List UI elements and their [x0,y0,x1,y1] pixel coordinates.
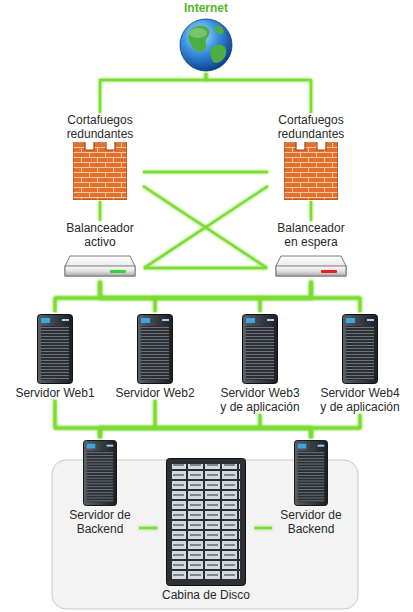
server-icon [295,440,328,505]
balancer-icon [276,256,346,276]
web-server-node: Servidor Web4 y de aplicación [313,312,407,414]
web-server-node: Servidor Web3 y de aplicación [213,312,307,414]
firewall-node: Cortafuegos redundantes [268,113,354,201]
network-link [139,527,158,529]
node-label: Servidor Web1 [15,386,94,400]
icon-space [150,312,160,386]
network-link [206,73,311,113]
node-label: Servidor Web4 y de aplicación [317,386,403,414]
node-label: Servidor de Backend [276,508,346,536]
backend-server-node: Servidor de Backend [61,438,139,536]
server-icon [343,315,378,384]
node-label: Balanceador activo [60,221,140,249]
network-link [255,527,273,529]
network-link [155,281,311,312]
icon-space [306,438,316,508]
network-link [100,414,260,438]
server-icon [84,440,117,505]
icon-space [95,438,105,508]
network-link [100,281,360,312]
network-link [144,186,268,268]
web-server-node: Servidor Web2 [111,312,199,400]
icon-space [201,456,211,588]
backend-server-node: Servidor de Backend [272,438,350,536]
network-link [100,281,260,312]
icon-space [306,141,316,201]
network-link [99,201,101,221]
icon-space [50,312,60,386]
network-link [143,186,267,268]
internet-node: Internet [176,1,236,73]
node-label: Servidor de Backend [65,508,135,536]
network-link [100,281,155,312]
firewall-icon [284,142,338,200]
network-link [55,400,100,438]
icon-space [355,312,365,386]
disk-array-node: Cabina de Disco [158,456,255,602]
disk-array-icon [167,459,246,586]
network-link [143,171,268,173]
globe-icon [180,19,232,71]
network-link [260,281,311,312]
node-label: Servidor Web3 y de aplicación [217,386,303,414]
firewall-node: Cortafuegos redundantes [57,113,143,201]
network-link [260,414,311,438]
icon-space [95,249,105,281]
firewall-icon [73,142,127,200]
node-label: Cortafuegos redundantes [272,113,350,141]
server-icon [138,315,173,384]
server-icon [38,315,73,384]
network-link [55,281,100,312]
network-link [310,201,312,221]
icon-space [255,312,265,386]
node-label: Cortafuegos redundantes [61,113,139,141]
web-server-node: Servidor Web1 [11,312,99,400]
node-label: Internet [184,1,228,15]
network-link [100,400,155,438]
network-link [144,267,267,269]
network-link [55,281,311,312]
load-balancer-node: Balanceador en espera [267,221,355,281]
balancer-icon [65,256,135,276]
node-label: Servidor Web2 [115,386,194,400]
network-link [311,281,360,312]
icon-space [306,249,316,281]
node-label: Balanceador en espera [271,221,351,249]
network-link [100,414,360,438]
server-icon [243,315,278,384]
node-label: Cabina de Disco [162,588,250,602]
network-link [311,414,360,438]
network-link [100,73,206,113]
icon-space [201,15,211,73]
load-balancer-node: Balanceador activo [56,221,144,281]
icon-space [95,141,105,201]
